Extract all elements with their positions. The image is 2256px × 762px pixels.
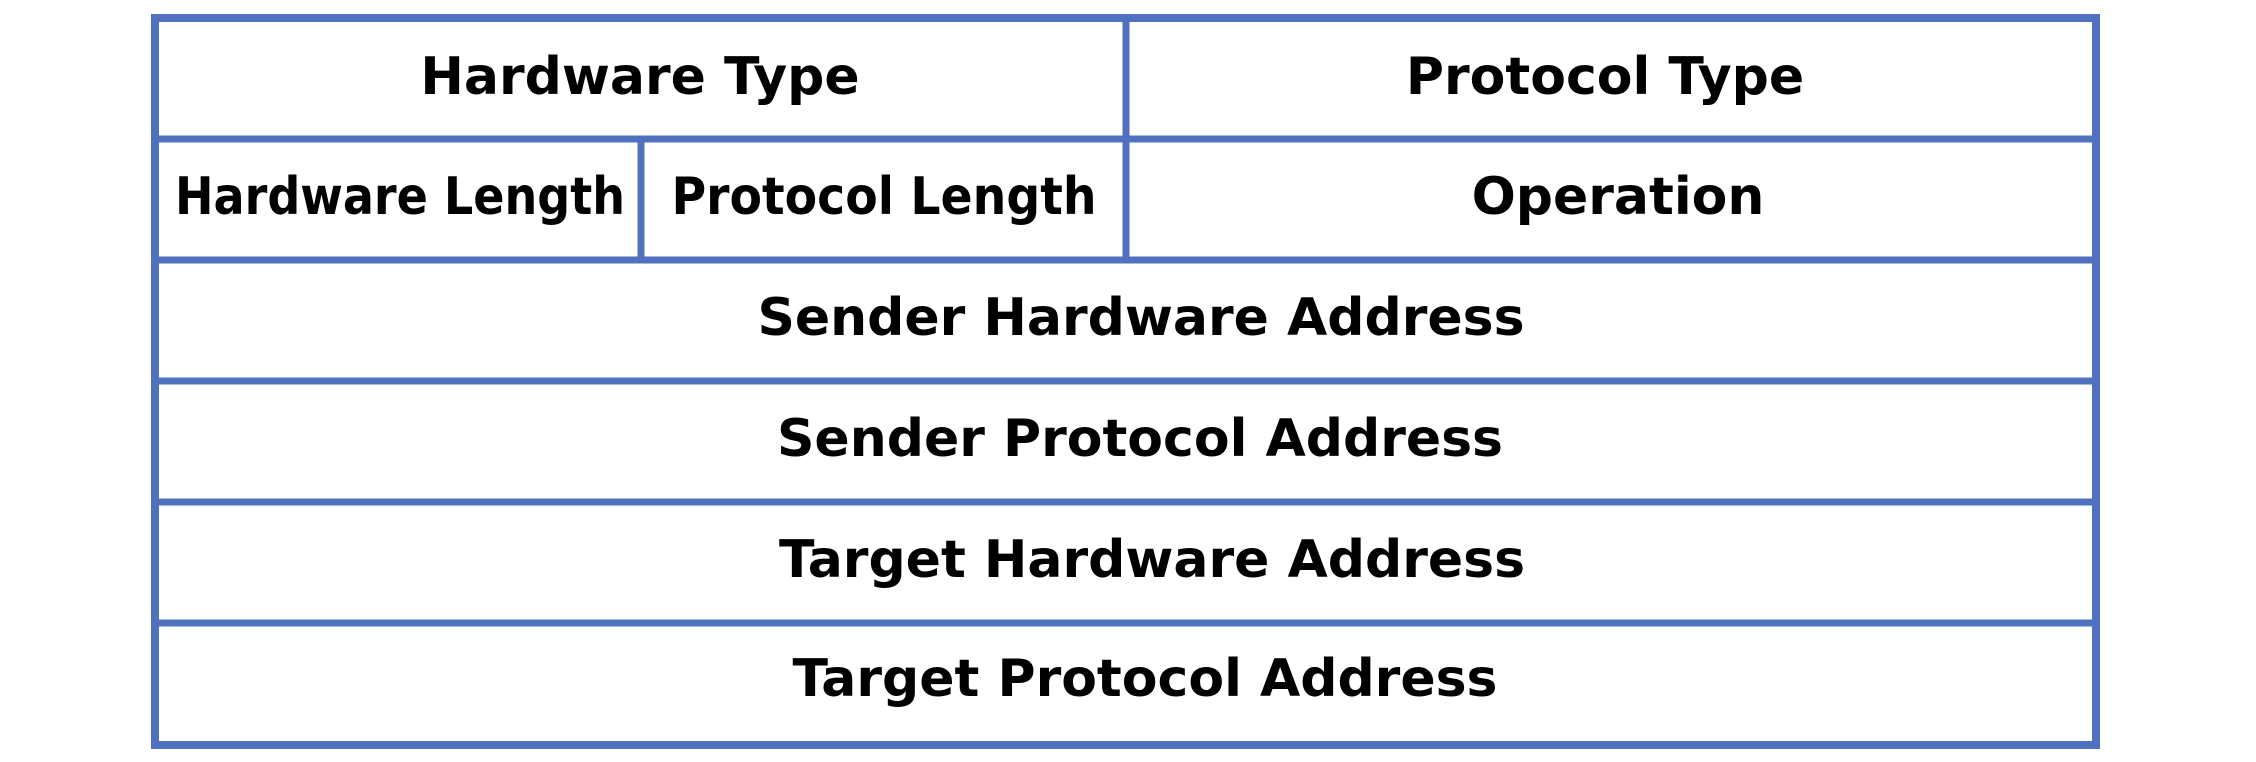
packet-field-grid bbox=[151, 14, 2100, 749]
field-labels: Hardware Type Protocol Type Hardware Len… bbox=[175, 47, 1804, 709]
field-hardware-type: Hardware Type bbox=[420, 47, 859, 107]
field-target-protocol-address: Target Protocol Address bbox=[793, 649, 1498, 709]
field-operation: Operation bbox=[1472, 167, 1765, 227]
field-hardware-length: Hardware Length bbox=[175, 167, 625, 227]
field-sender-protocol-address: Sender Protocol Address bbox=[777, 409, 1503, 469]
field-sender-hardware-address: Sender Hardware Address bbox=[757, 288, 1524, 348]
field-protocol-type: Protocol Type bbox=[1406, 47, 1804, 107]
field-protocol-length: Protocol Length bbox=[672, 167, 1097, 227]
field-target-hardware-address: Target Hardware Address bbox=[779, 530, 1525, 590]
